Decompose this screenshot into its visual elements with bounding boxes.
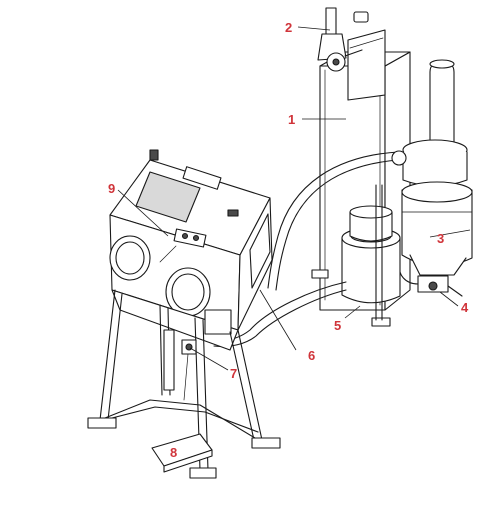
leader-6 bbox=[259, 289, 297, 351]
callout-3: 3 bbox=[437, 231, 444, 246]
callout-6: 6 bbox=[308, 348, 315, 363]
callout-8: 8 bbox=[170, 445, 177, 460]
leader-9 bbox=[117, 189, 169, 237]
callout-1: 1 bbox=[288, 112, 295, 127]
callout-labels: 1 2 3 4 5 6 7 8 9 bbox=[108, 20, 469, 460]
blast-hose bbox=[267, 151, 399, 291]
leader-4 bbox=[439, 291, 459, 307]
foot-valve-line bbox=[181, 339, 197, 401]
leader-5 bbox=[344, 305, 361, 319]
blast-cabinet bbox=[109, 149, 273, 351]
callout-7: 7 bbox=[230, 366, 237, 381]
cabinet-lamp bbox=[159, 228, 207, 263]
callout-5: 5 bbox=[334, 318, 341, 333]
blast-gun-holder bbox=[317, 7, 369, 72]
control-valve bbox=[399, 265, 463, 297]
leader-3 bbox=[429, 229, 471, 238]
leader-2 bbox=[297, 26, 331, 31]
callout-4: 4 bbox=[461, 300, 469, 315]
leader-7 bbox=[189, 347, 229, 371]
callout-2: 2 bbox=[285, 20, 292, 35]
dust-collector bbox=[391, 59, 473, 276]
abrasive-tank bbox=[341, 184, 401, 321]
callout-leaders bbox=[117, 26, 471, 371]
foot-pedal bbox=[151, 433, 213, 473]
callout-9: 9 bbox=[108, 181, 115, 196]
